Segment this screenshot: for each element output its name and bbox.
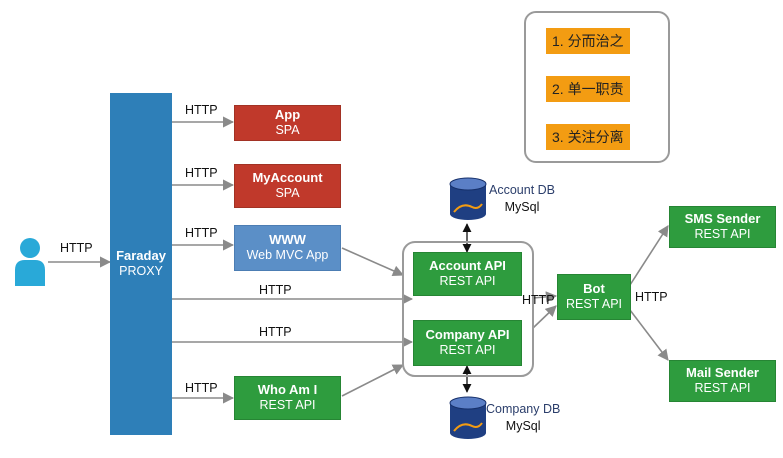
mail-sender-subtitle: REST API [694,381,751,396]
http-label-www: HTTP [185,226,218,240]
www-subtitle: Web MVC App [246,248,329,263]
http-label-company-api: HTTP [259,325,292,339]
whoami-subtitle: REST API [259,398,316,413]
account-api-subtitle: REST API [439,274,496,289]
user-icon [15,238,45,286]
sms-sender-subtitle: REST API [694,227,751,242]
myaccount-box: MyAccount SPA [234,164,341,208]
company-api-title: Company API [425,327,510,343]
http-label-bot-in: HTTP [522,293,555,307]
mail-sender-title: Mail Sender [686,365,759,381]
whoami-box: Who Am I REST API [234,376,341,420]
account-api-box: Account API REST API [413,252,522,296]
app-title: App [274,107,301,123]
bot-to-sms-arrow [629,225,669,286]
http-label-whoami: HTTP [185,381,218,395]
app-box: App SPA [234,105,341,141]
company-db-engine: MySql [505,418,541,433]
company-db-icon [449,396,487,439]
account-api-title: Account API [429,258,506,274]
account-db-engine: MySql [504,199,540,214]
company-db-name: Company DB [486,402,561,416]
myaccount-subtitle: SPA [275,186,300,201]
http-label-myaccount: HTTP [185,166,218,180]
faraday-proxy: Faraday PROXY [110,93,172,435]
http-label-user: HTTP [60,241,93,255]
bot-subtitle: REST API [565,297,623,312]
app-subtitle: SPA [275,123,300,138]
account-db-label: Account DB MySql [489,182,555,216]
bot-title: Bot [583,281,605,297]
account-db-icon [449,177,487,220]
http-label-account-api: HTTP [259,283,292,297]
legend-item-3: 3. 关注分离 [546,124,630,150]
principles-legend: 1. 分而治之 2. 单一职责 3. 关注分离 [524,11,670,163]
whoami-title: Who Am I [257,382,318,398]
api-cluster-outline [402,241,534,377]
www-title: WWW [269,232,306,248]
cluster-to-bot-arrow-1 [532,291,558,303]
sms-sender-box: SMS Sender REST API [669,206,776,248]
legend-item-2: 2. 单一职责 [546,76,630,102]
mail-sender-box: Mail Sender REST API [669,360,776,402]
http-label-bot-out: HTTP [635,290,668,304]
cluster-to-bot-arrow-2 [532,305,557,329]
company-api-box: Company API REST API [413,320,522,366]
legend-item-1: 1. 分而治之 [546,28,630,54]
bot-box: Bot REST API [557,274,631,320]
www-box: WWW Web MVC App [234,225,341,271]
company-db-label: Company DB MySql [486,401,560,435]
account-db-name: Account DB [489,183,556,197]
sms-sender-title: SMS Sender [684,211,761,227]
proxy-subtitle: PROXY [119,264,163,279]
whoami-to-cluster-arrow [341,364,404,397]
company-api-subtitle: REST API [439,343,496,358]
http-label-app: HTTP [185,103,218,117]
myaccount-title: MyAccount [252,170,323,186]
bot-to-mail-arrow [629,309,669,361]
proxy-title: Faraday [116,248,166,264]
www-to-cluster-arrow [341,247,405,277]
